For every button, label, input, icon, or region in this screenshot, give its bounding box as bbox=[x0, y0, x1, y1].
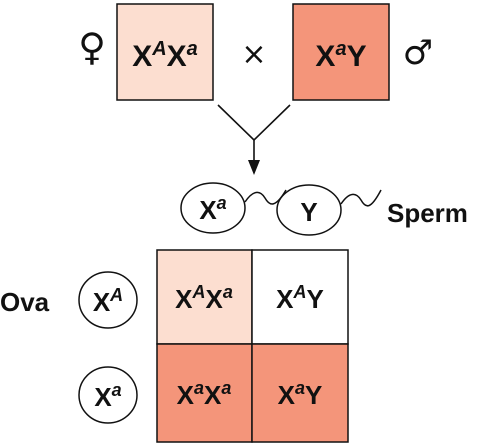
punnett-cell-xaxa bbox=[156, 343, 253, 443]
sperm-tail-xa bbox=[244, 189, 287, 205]
female-parent-genotype: XAXa bbox=[132, 38, 198, 73]
punnett-cell-xay bbox=[251, 343, 349, 443]
punnett-square: XAXa XAY XaXa XaY bbox=[156, 249, 349, 443]
male-parent-genotype: XaY bbox=[315, 38, 366, 73]
sperm-cell-y bbox=[276, 184, 342, 236]
punnett-cell-xAy-label: XAY bbox=[276, 282, 324, 314]
ovum-xa bbox=[78, 366, 138, 424]
sperm-cell-xa bbox=[180, 182, 246, 234]
punnett-cell-xay-label: XaY bbox=[278, 378, 323, 410]
sperm-y-label: Y bbox=[300, 197, 317, 227]
cross-symbol: × bbox=[241, 37, 266, 72]
ovum-xA-label: XA bbox=[93, 285, 123, 317]
ova-label: Ova bbox=[0, 287, 50, 317]
ovum-xA bbox=[78, 271, 138, 329]
male-symbol-icon: ♂ bbox=[403, 33, 433, 73]
sperm-tail-y bbox=[340, 189, 382, 207]
punnett-cell-xAxa bbox=[156, 249, 253, 345]
punnett-cell-xAxa-label: XAXa bbox=[175, 282, 233, 314]
ovum-xa-label: Xa bbox=[94, 380, 121, 412]
punnett-cell-xaxa-label: XaXa bbox=[177, 378, 232, 410]
sperm-xa-label: Xa bbox=[199, 193, 226, 225]
down-arrow-icon bbox=[248, 160, 260, 175]
male-parent-box bbox=[292, 3, 390, 101]
female-symbol-icon: ♀ bbox=[78, 25, 106, 69]
cross-join-lines bbox=[217, 104, 291, 142]
sperm-label: Sperm bbox=[387, 198, 468, 228]
punnett-cell-xAy bbox=[251, 249, 349, 345]
female-parent-box bbox=[116, 3, 214, 101]
